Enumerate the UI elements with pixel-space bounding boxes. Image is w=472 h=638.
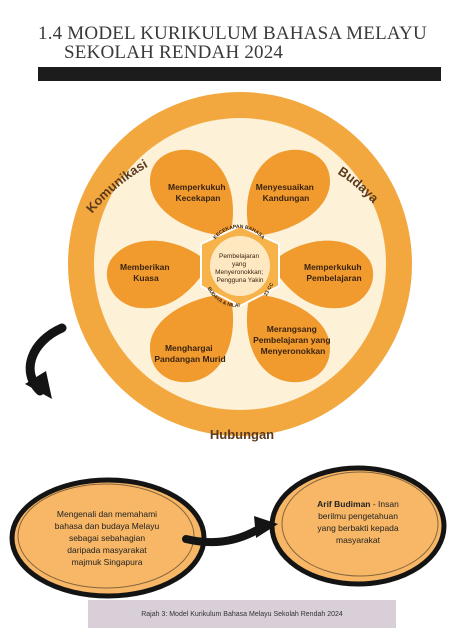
bubble-right-bold: Arif Budiman xyxy=(317,499,371,509)
bubble-right-rest: - Insan xyxy=(370,499,399,509)
bubble-right-inner-stroke xyxy=(281,471,439,577)
bubble-right-line: masyarakat xyxy=(336,535,380,545)
bubble-right-line-1: Arif Budiman - Insan xyxy=(294,498,422,510)
ring-label-hubungan: Hubungan xyxy=(210,427,274,442)
bubble-right-line: berilmu pengetahuan xyxy=(318,511,398,521)
title-line-2: SEKOLAH RENDAH 2024 xyxy=(64,42,284,63)
bubble-left-line: majmuk Singapura xyxy=(71,557,143,567)
petal-label-left: Memberikan Kuasa xyxy=(120,262,172,283)
figure-caption: Rajah 3: Model Kurikulum Bahasa Melayu S… xyxy=(88,600,396,628)
petal-bottom-right xyxy=(246,294,330,383)
title-underline-bar xyxy=(38,67,441,81)
bubble-left-inner-stroke xyxy=(17,483,195,589)
center-disc xyxy=(210,236,270,296)
bubble-left-line: Mengenali dan memahami xyxy=(56,509,158,519)
page-title: 1.4 MODEL KURIKULUM BAHASA MELAYU SEKOLA… xyxy=(38,24,427,62)
petal-bottom-left xyxy=(150,294,234,383)
bubble-left-line: daripada masyarakat xyxy=(67,545,147,555)
center-label: Pembelajaran yang Menyeronokkan; Penggun… xyxy=(215,253,265,284)
petal-label-top-right: Menyesuaikan Kandungan xyxy=(256,182,317,203)
bubble-right-text: Arif Budiman - Insan berilmu pengetahuan… xyxy=(294,498,422,546)
bubble-left-line: bahasa dan budaya Melayu xyxy=(54,521,160,531)
petal-label-top-left: Memperkukuh Kecekapan xyxy=(168,182,228,203)
petal-label-bottom-right: Merangsang Pembelajaran yang Menyeronokk… xyxy=(253,324,333,356)
title-line-1: 1.4 MODEL KURIKULUM BAHASA MELAYU xyxy=(38,23,427,44)
curriculum-model-diagram: Komunikasi Budaya Hubungan Memperkukuh K… xyxy=(9,92,447,599)
petal-left xyxy=(106,240,210,309)
bubble-left-line: sebagai sebahagian xyxy=(68,533,146,543)
petal-right xyxy=(270,240,374,309)
bubble-right-line: yang berbakti kepada xyxy=(317,523,399,533)
petal-label-bottom-left: Menghargai Pandangan Murid xyxy=(154,343,225,364)
connecting-arrow-head xyxy=(254,516,278,538)
bubble-left-text: Mengenali dan memahami bahasa dan budaya… xyxy=(38,508,176,568)
connecting-arrow xyxy=(182,523,266,547)
petal-label-right: Memperkukuh Pembelajaran xyxy=(304,262,364,283)
curved-arrow-left-head xyxy=(25,371,52,399)
petal-top-left xyxy=(150,149,234,236)
figure-caption-text: Rajah 3: Model Kurikulum Bahasa Melayu S… xyxy=(141,610,343,618)
petal-top-right xyxy=(246,149,330,236)
